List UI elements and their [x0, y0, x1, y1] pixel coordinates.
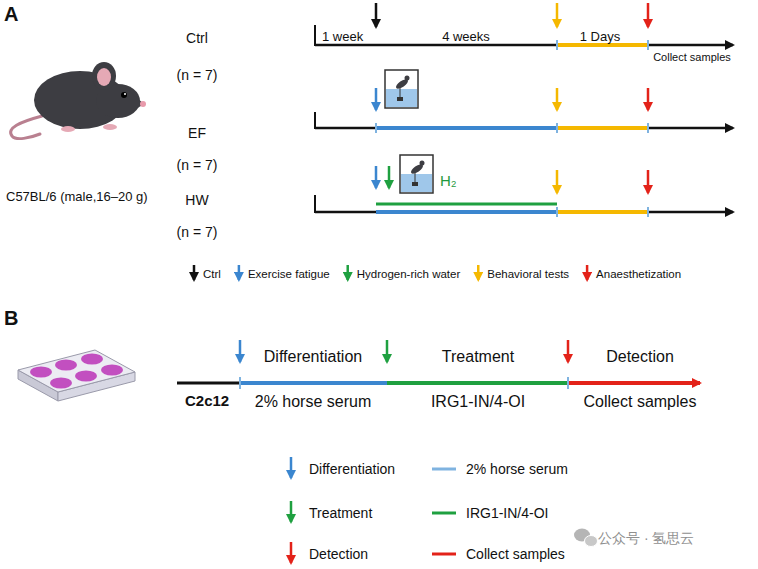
panel-letter: A [4, 3, 18, 26]
period-label: 4 weeks [442, 30, 490, 45]
legend-text: Ctrl [203, 268, 221, 281]
legend-arrow [346, 265, 349, 280]
group-name: HW [185, 192, 208, 208]
legend-arrow [193, 265, 196, 280]
legend-arrow [477, 265, 480, 280]
watermark: 公众号 · 氢思云 [598, 530, 694, 546]
hw-timeline [315, 155, 733, 217]
swim-icon [400, 155, 433, 193]
step-note: Collect samples [653, 51, 731, 64]
legend-text: Treatment [309, 505, 372, 521]
stage-label: Treatment [442, 348, 514, 366]
panel-letter: B [4, 307, 18, 330]
period-label: 1 Days [580, 30, 620, 45]
strain-label: C57BL/6 (male,16–20 g) [6, 190, 148, 205]
cell-timeline [177, 340, 700, 389]
swim-icon [385, 70, 418, 108]
stage-label: Detection [606, 348, 674, 366]
group-name: Ctrl [186, 30, 208, 46]
group-size: (n = 7) [177, 67, 218, 83]
group-size: (n = 7) [177, 224, 218, 240]
watermark-icon [574, 529, 598, 547]
period-label: 1 week [322, 30, 363, 45]
ef-timeline [315, 70, 733, 133]
legend-text: Exercise fatigue [248, 268, 330, 281]
cell-legend-samples [291, 457, 456, 563]
legend-text: Differentiation [309, 461, 395, 477]
cell-line: C2c12 [185, 392, 229, 409]
legend-text: Detection [309, 546, 368, 562]
stage-detail: IRG1-IN/4-OI [431, 393, 525, 411]
group-size: (n = 7) [177, 157, 218, 173]
legend-text: Anaesthetization [596, 268, 681, 281]
legend-arrow [238, 265, 241, 280]
stage-label: Differentiation [264, 348, 362, 366]
legend-arrow [586, 265, 589, 280]
well-plate [18, 350, 135, 401]
gas-label: H₂ [440, 172, 457, 189]
mouse-illustration [11, 62, 146, 139]
legend-text: Collect samples [466, 546, 565, 562]
legend-text: Behavioral tests [487, 268, 569, 281]
stage-detail: Collect samples [584, 393, 697, 411]
ctrl-timeline [315, 3, 733, 50]
legend-text: 2% horse serum [466, 461, 568, 477]
group-name: EF [188, 125, 206, 141]
stage-detail: 2% horse serum [255, 393, 372, 411]
legend-text: IRG1-IN/4-OI [466, 505, 548, 521]
legend-text: Hydrogen-rich water [357, 268, 461, 281]
